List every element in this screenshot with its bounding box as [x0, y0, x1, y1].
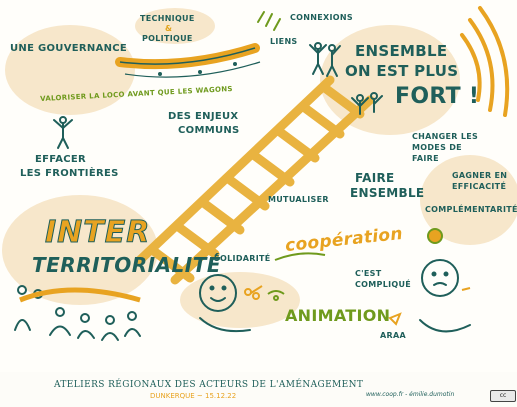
peach-blob-topleft	[5, 25, 135, 115]
scissors-icon	[244, 285, 263, 300]
label-faire: FAIRE	[355, 171, 395, 185]
label-cest: C'EST	[355, 269, 382, 278]
label-on-est-plus: ON EST PLUS	[345, 62, 459, 80]
label-changer-les: CHANGER LES	[412, 132, 479, 141]
locomotive-train	[115, 43, 261, 78]
label-des-enjeux: DES ENJEUX	[168, 111, 239, 122]
label-une-gouvernance: UNE GOUVERNANCE	[10, 43, 128, 54]
label-technique: TECHNIQUE	[140, 14, 195, 23]
footer-website: www.coop.fr - émilie.dumotin	[366, 391, 455, 398]
label-et: &	[165, 24, 173, 33]
label-ensemble-faire: ENSEMBLE	[350, 186, 425, 200]
peach-blob-right	[420, 155, 517, 245]
stick-figure-left	[53, 116, 73, 149]
green-strokes-top	[257, 11, 281, 31]
label-solidarite: SOLIDARITÉ	[214, 254, 271, 263]
label-ensemble: ENSEMBLE	[355, 42, 448, 60]
footer-subtitle: DUNKERQUE ~ 15.12.22	[150, 392, 237, 400]
label-faire-modes: FAIRE	[412, 154, 439, 163]
cc-license-icon: cc	[490, 390, 516, 402]
label-gagner-en: GAGNER EN	[452, 171, 508, 180]
peach-blob-top	[135, 8, 215, 44]
peach-blob-bottom	[180, 272, 300, 328]
label-complique: COMPLIQUÉ	[355, 280, 412, 289]
sun-rays	[460, 6, 510, 117]
label-animation: ANIMATION	[285, 306, 391, 325]
label-communs: COMMUNS	[178, 125, 240, 136]
label-les-frontieres: LES FRONTIÈRES	[20, 168, 119, 179]
label-politique: POLITIQUE	[142, 34, 193, 43]
label-territorialite: TERRITORIALITÉ	[32, 253, 222, 277]
cooperation-underline	[274, 252, 326, 261]
footer-band	[0, 372, 517, 407]
stick-figures-group	[309, 42, 383, 115]
label-modes-de: MODES DE	[412, 143, 462, 152]
animation-sparkles	[388, 287, 471, 326]
orange-arrow-left	[19, 287, 141, 303]
label-connexions: CONNEXIONS	[290, 13, 353, 22]
label-fort: FORT !	[395, 84, 480, 109]
smiling-face-right	[419, 259, 471, 333]
footer-title: ATELIERS RÉGIONAUX DES ACTEURS DE L'AMÉN…	[54, 380, 364, 390]
label-effacer: EFFACER	[35, 154, 87, 165]
label-liens: LIENS	[270, 37, 298, 46]
peach-blob-left	[2, 195, 158, 305]
label-efficacite: EFFICACITÉ	[452, 182, 507, 191]
handshake-icon	[267, 290, 285, 301]
smiling-face-left	[199, 274, 251, 333]
label-complementarite: COMPLÉMENTARITÉ	[425, 205, 517, 214]
label-araa: ARAA	[380, 331, 406, 340]
railway-track	[135, 75, 375, 285]
trophy-icon	[427, 228, 443, 244]
label-mutualiser: MUTUALISER	[268, 195, 329, 204]
label-inter: INTER	[44, 215, 151, 250]
